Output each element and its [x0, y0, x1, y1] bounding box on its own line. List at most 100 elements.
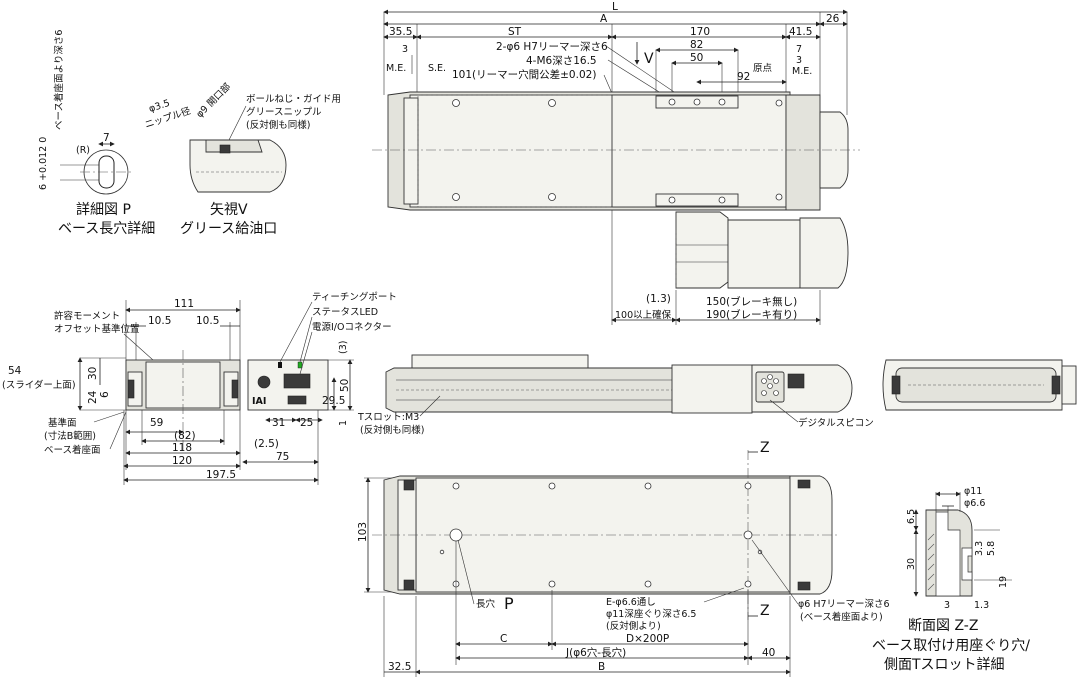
- end-dim-6: 6: [99, 391, 111, 398]
- end-dim-197-5: 197.5: [206, 469, 236, 481]
- bottom-dim-B: B: [598, 661, 605, 673]
- detail-p-7: 7: [103, 132, 110, 144]
- end-dim-2-5: (2.5): [254, 438, 279, 450]
- dim-150-nobrake: 150(ブレーキ無し): [706, 295, 797, 308]
- zz-dim-6-5: 6.5: [906, 509, 917, 524]
- end-dim-120: 120: [172, 455, 192, 467]
- end-dim-118: 118: [172, 442, 192, 454]
- side-tslot: Tスロット:M3: [357, 412, 419, 423]
- dim-26: 26: [826, 13, 840, 25]
- bottom-dim-103: 103: [357, 522, 369, 542]
- end-dim-111: 111: [174, 298, 194, 310]
- dim-L: L: [612, 1, 618, 13]
- end-dim-59: 59: [150, 417, 163, 429]
- dim-ST: ST: [508, 26, 522, 38]
- zz-dim-d6-6: φ6.6: [964, 498, 985, 509]
- note-hole-tolerance: 101(リーマー穴間公差±0.02): [452, 68, 596, 81]
- slider-top: [611, 94, 787, 208]
- end-dim-10-5-left: 10.5: [148, 315, 171, 327]
- bottom-dim-D: D×200P: [626, 633, 669, 645]
- end-dim-3: (3): [338, 341, 349, 354]
- view-v-caption: 矢視V: [210, 202, 248, 218]
- end-dim-75: 75: [276, 451, 289, 463]
- bottom-dim-32-5: 32.5: [388, 661, 411, 673]
- right-end-view: [882, 359, 1077, 411]
- end-dim-54: 54: [8, 365, 22, 377]
- bottom-dim-40: 40: [762, 647, 775, 659]
- dim-35-5: 35.5: [389, 26, 412, 38]
- zz-dim-19: 19: [998, 576, 1009, 588]
- bottom-dim-J: J(φ6穴-長穴): [565, 646, 626, 659]
- end-dim-30: 30: [87, 367, 99, 380]
- top-view: L A 26 35.5 ST 170 41.5 82 50 92 3 M.E. …: [372, 1, 860, 325]
- label-se: S.E.: [428, 63, 446, 74]
- end-dim-29-5: 29.5: [322, 395, 345, 407]
- view-v-body: [189, 139, 287, 193]
- bottom-opposite: (反対側より): [606, 620, 661, 632]
- zz-dim-3: 3: [944, 600, 950, 611]
- section-zz: φ11 φ6.6 6.5 30 3.3 5.8 19 3 1.3 断面図 Z-Z…: [872, 486, 1030, 673]
- end-dim-31: 31: [272, 417, 285, 429]
- end-dim-24: 24: [87, 390, 99, 404]
- bottom-counterbore: φ11深座ぐり深さ6.5: [606, 608, 696, 620]
- bottom-z-bottom: Z: [760, 603, 770, 619]
- dim-50: 50: [690, 52, 703, 64]
- detail-p-tolerance: 6 +0.012 0: [38, 137, 49, 190]
- view-v-nipple: グリースニップル: [246, 106, 322, 118]
- end-moment-2: オフセット基準位置: [54, 323, 140, 335]
- end-dim-25: 25: [300, 417, 313, 429]
- end-slider-top: (スライダー上面): [2, 379, 76, 391]
- label-me-right: M.E.: [792, 66, 812, 77]
- zz-caption-3: 側面Tスロット詳細: [884, 657, 1005, 673]
- bottom-z-top: Z: [760, 440, 770, 456]
- end-moment-1: 許容モーメント: [54, 310, 120, 322]
- side-slider: [411, 354, 589, 370]
- bottom-view: 103 Z Z 長穴 P E-φ6.6通し φ11深座ぐり深さ6.5 (反対側よ…: [357, 440, 890, 677]
- zz-caption-2: ベース取付け用座ぐり穴/: [872, 638, 1030, 654]
- zz-caption: 断面図 Z-Z: [908, 618, 978, 634]
- dim-170: 170: [690, 26, 710, 38]
- bottom-reamer-note: (ベース着座面より): [800, 611, 883, 623]
- zz-dim-d11: φ11: [964, 486, 982, 497]
- dim-A: A: [600, 13, 608, 25]
- dim-190-brake: 190(ブレーキ有り): [706, 308, 797, 321]
- detail-p-subcaption: ベース長穴詳細: [58, 221, 155, 237]
- label-origin: 原点: [753, 63, 773, 74]
- end-ref-surface: 基準面: [48, 417, 77, 429]
- arrow-v-label: V: [644, 51, 654, 67]
- end-dim-50: 50: [339, 379, 351, 392]
- zz-dim-5-8: 5.8: [986, 541, 997, 556]
- dim-82: 82: [690, 39, 703, 51]
- end-dim-10-5-right: 10.5: [196, 315, 219, 327]
- dim-7: 7: [796, 44, 802, 55]
- view-v-d9: φ9 開口部: [194, 81, 233, 120]
- bottom-dim-C: C: [500, 633, 507, 645]
- end-dim-82: (82): [174, 430, 196, 442]
- zz-dim-3-3: 3.3: [974, 541, 985, 556]
- dim-92: 92: [737, 71, 750, 83]
- detail-p: 6 +0.012 0 ベース着座面より深さ6 7 (R) 詳細図 P ベース長穴…: [38, 30, 155, 237]
- bottom-reamer: φ6 H7リーマー深さ6: [798, 599, 890, 610]
- label-me-left: M.E.: [386, 63, 406, 74]
- dim-3-right: 3: [796, 55, 802, 66]
- side-view: Tスロット:M3 (反対側も同様) デジタルスピコン: [357, 354, 874, 436]
- detail-p-caption: 詳細図 P: [76, 202, 131, 218]
- view-v-subcaption: グリース給油口: [180, 221, 277, 237]
- end-power-connector: 電源I/Oコネクター: [312, 322, 392, 333]
- motor-cover-top: [819, 111, 849, 189]
- view-v-ballscrew: ボールねじ・ガイド用: [246, 94, 341, 105]
- dim-41-5: 41.5: [789, 26, 812, 38]
- side-pcon-label: デジタルスピコン: [798, 417, 874, 429]
- detail-p-depth-note: ベース着座面より深さ6: [53, 30, 65, 130]
- dim-1-3: (1.3): [646, 293, 671, 305]
- end-status-led: ステータスLED: [312, 307, 378, 318]
- view-v-same: (反対側も同様): [246, 119, 310, 131]
- end-teaching-port: ティーチングポート: [312, 291, 397, 303]
- view-v: ボールねじ・ガイド用 グリースニップル (反対側も同様) φ3.5 ニップル径 …: [143, 81, 341, 237]
- zz-dim-30: 30: [906, 558, 917, 570]
- end-ref-range: (寸法B範囲): [44, 430, 96, 442]
- bottom-long-hole: 長穴: [476, 598, 496, 610]
- bottom-p-label: P: [504, 594, 514, 613]
- detail-p-r: (R): [76, 145, 90, 156]
